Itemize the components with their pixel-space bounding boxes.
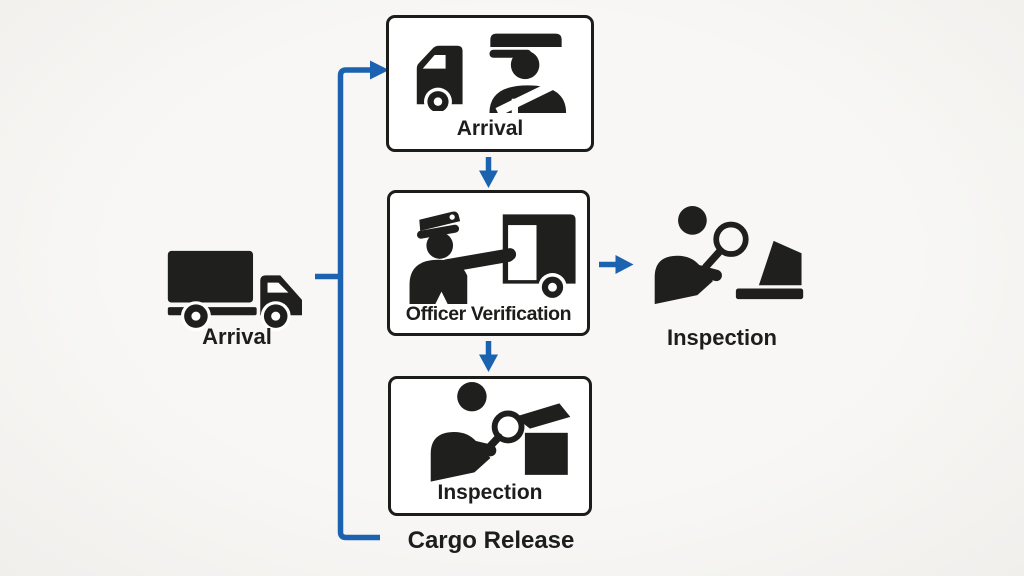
cargo-release-label: Cargo Release (407, 527, 575, 554)
arrival-box-label: Arrival (456, 117, 524, 140)
customs-officer-icon (489, 33, 566, 113)
inspector-laptop-icon (654, 206, 804, 305)
inspection-box-icons (391, 371, 589, 482)
down-arrowhead-verification-to-inspection (479, 354, 498, 372)
left-arrival-label: Arrival (202, 324, 272, 349)
officer-verification-box-label: Officer Verification (405, 302, 572, 325)
main-loop-line (337, 67, 380, 541)
down-arrowhead-arrival-to-verification (479, 170, 498, 188)
arrival-box-icons (389, 18, 591, 118)
inspection-box-label: Inspection (437, 481, 543, 504)
right-inspection-label: Inspection (666, 325, 777, 350)
officer-checking-truck-icon (409, 211, 576, 304)
delivery-truck-icon (167, 250, 302, 331)
inspector-magnifying-box-icon (430, 382, 571, 482)
flow-box-inspection: Inspection (388, 376, 592, 516)
right-arrowhead-verification-to-inspection (615, 255, 634, 274)
verification-box-icons (390, 193, 587, 305)
flow-box-arrival: Arrival (386, 15, 594, 152)
truck-cab-icon (416, 45, 463, 111)
inspection-node (644, 204, 804, 305)
flow-box-officer-verification: Officer Verification (387, 190, 590, 336)
truck-node (166, 240, 302, 331)
